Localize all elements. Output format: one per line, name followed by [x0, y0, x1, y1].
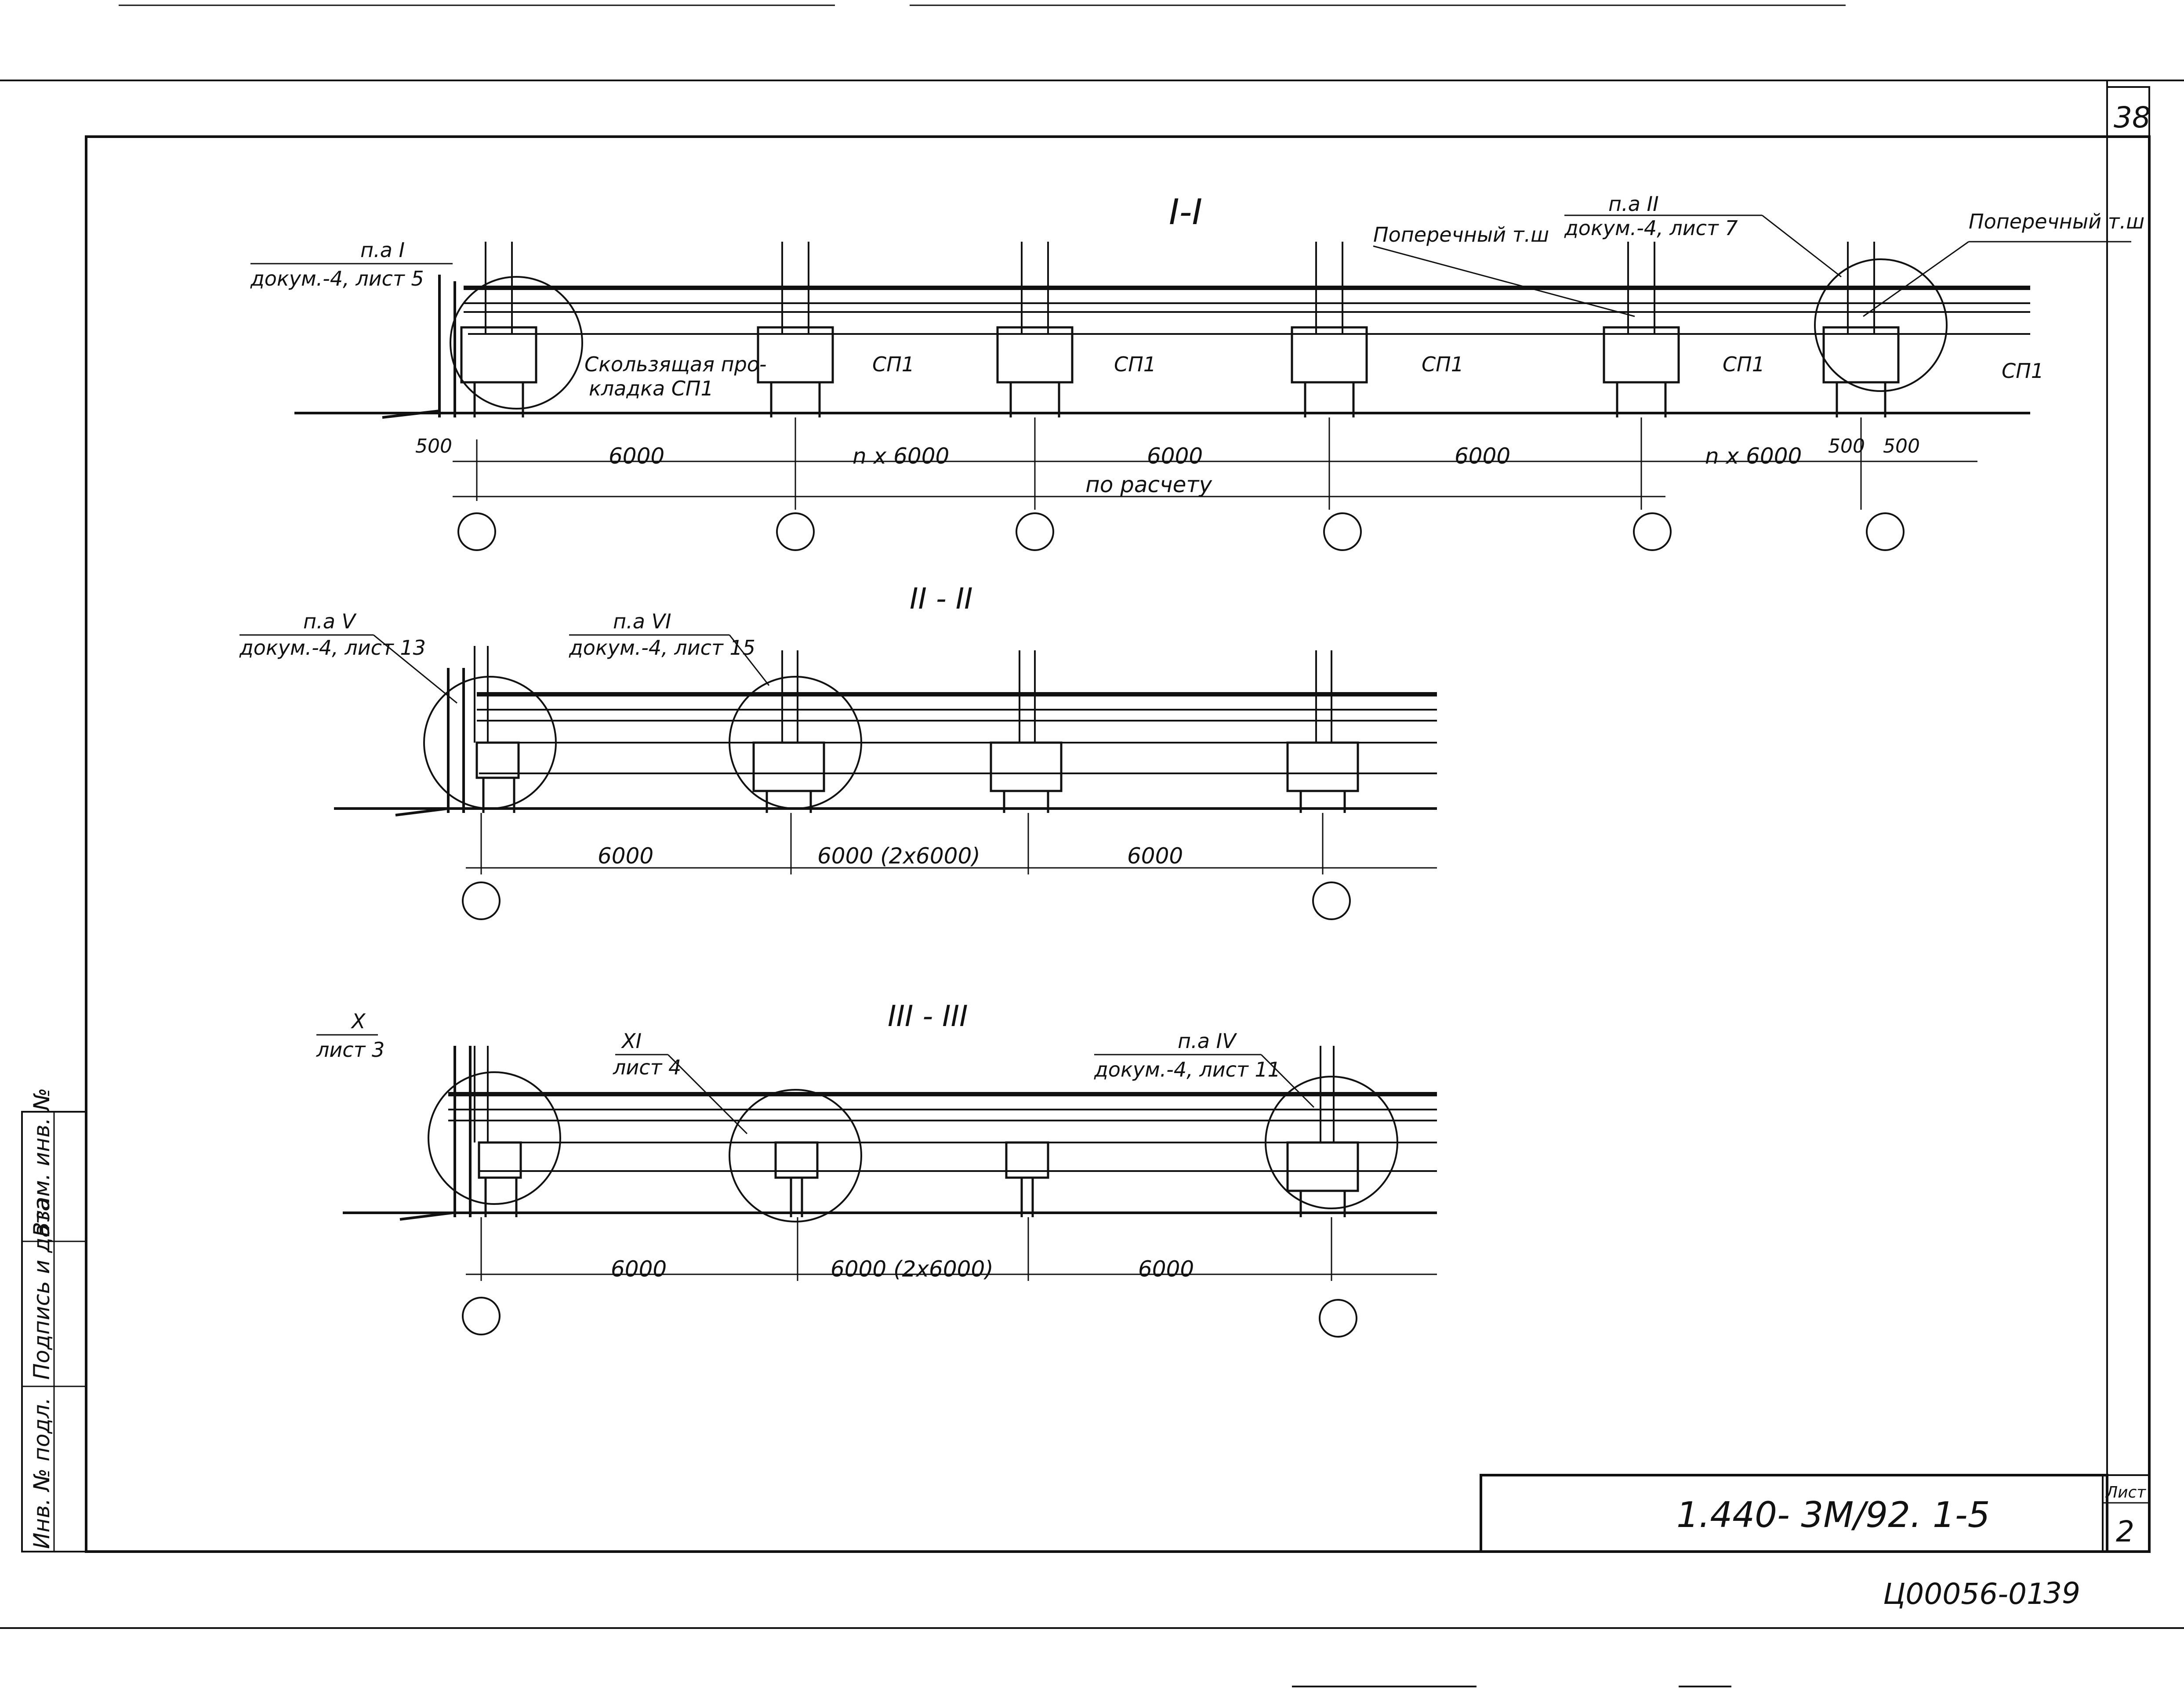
archive-number: 39 — [2043, 1576, 2080, 1610]
section-3-callout-mid-doc: лист 4 — [613, 1055, 681, 1079]
sheet-frame — [0, 4, 2184, 1687]
section-1-dimension-3: n x 6000 — [853, 443, 949, 469]
section-1-crossbeam-label-1: Поперечный т.ш — [1373, 223, 1549, 247]
section-1-pad-label-1: СП1 — [872, 352, 914, 376]
section-3-dimension-1: 6000 — [611, 1256, 667, 1282]
section-1-sliding-pad-line1: Скользящая про- — [584, 352, 767, 376]
section-1-title: I-I — [1169, 192, 1202, 232]
section-3-callout-right-doc: докум.-4, лист 11 — [1094, 1058, 1281, 1081]
section-1-dimension-1: 500 — [415, 435, 452, 457]
section-1-pad-label-5: СП1 — [2002, 359, 2044, 383]
section-3-callout-mid-ref: XI — [621, 1029, 642, 1053]
section-3-dimension-3: 6000 — [1138, 1256, 1194, 1282]
section-1-dimension-4: 6000 — [1147, 443, 1203, 469]
stamp-inventory-label: Инв. № подл. — [29, 1397, 54, 1549]
section-3-callout-right-ref: п.а IV — [1178, 1029, 1237, 1053]
section-1-dimension-8: 500 — [1883, 435, 1920, 457]
section-3-callout-left-ref: X — [351, 1009, 366, 1033]
section-1-dimension-7: 500 — [1828, 435, 1865, 457]
section-1-callout-left-doc: докум.-4, лист 5 — [250, 267, 424, 290]
section-1-pad-label-3: СП1 — [1422, 352, 1464, 376]
section-1-dimension-6: n x 6000 — [1705, 443, 1802, 469]
stamp-replacement-label: Взам. инв. № — [29, 1088, 54, 1237]
section-3 — [316, 1034, 1437, 1338]
section-1-dimension-2: 6000 — [609, 443, 664, 469]
section-1-pad-label-4: СП1 — [1723, 352, 1765, 376]
section-1-pad-label-2: СП1 — [1114, 352, 1156, 376]
section-3-callout-left-doc: лист 3 — [316, 1038, 385, 1062]
section-1-note: по расчету — [1085, 472, 1212, 497]
section-2-dimension-1: 6000 — [598, 843, 653, 869]
section-1-callout-mid-doc: докум.-4, лист 7 — [1564, 216, 1738, 240]
section-1 — [250, 214, 2131, 551]
section-3-dimension-2: 6000 (2x6000) — [831, 1256, 994, 1282]
section-2-callout-left-doc: докум.-4, лист 13 — [239, 636, 426, 660]
page-number: 38 — [2114, 101, 2151, 134]
section-2-callout-left-ref: п.а V — [303, 609, 357, 633]
sheet-label: Лист — [2105, 1483, 2146, 1502]
section-2 — [239, 634, 1437, 920]
section-1-crossbeam-label-2: Поперечный т.ш — [1969, 210, 2144, 233]
section-1-callout-left-ref: п.а I — [360, 238, 405, 262]
section-2-dimension-2: 6000 (2x6000) — [817, 843, 980, 869]
section-1-callout-mid-ref: п.а II — [1608, 192, 1659, 216]
stamp-signature-label: Подпись и дата — [29, 1198, 54, 1380]
section-2-title: II - II — [910, 582, 973, 616]
section-1-sliding-pad-line2: кладка СП1 — [589, 377, 714, 400]
archive-code: Ц00056-01 — [1883, 1577, 2045, 1611]
sheet-number: 2 — [2116, 1515, 2134, 1549]
section-2-callout-mid-doc: докум.-4, лист 15 — [569, 636, 755, 660]
section-1-dimension-5: 6000 — [1455, 443, 1510, 469]
section-3-title: III - III — [888, 999, 968, 1033]
section-2-dimension-3: 6000 — [1127, 843, 1183, 869]
section-2-callout-mid-ref: п.а VI — [613, 609, 671, 633]
document-code: 1.440- 3М/92. 1-5 — [1676, 1494, 1990, 1535]
